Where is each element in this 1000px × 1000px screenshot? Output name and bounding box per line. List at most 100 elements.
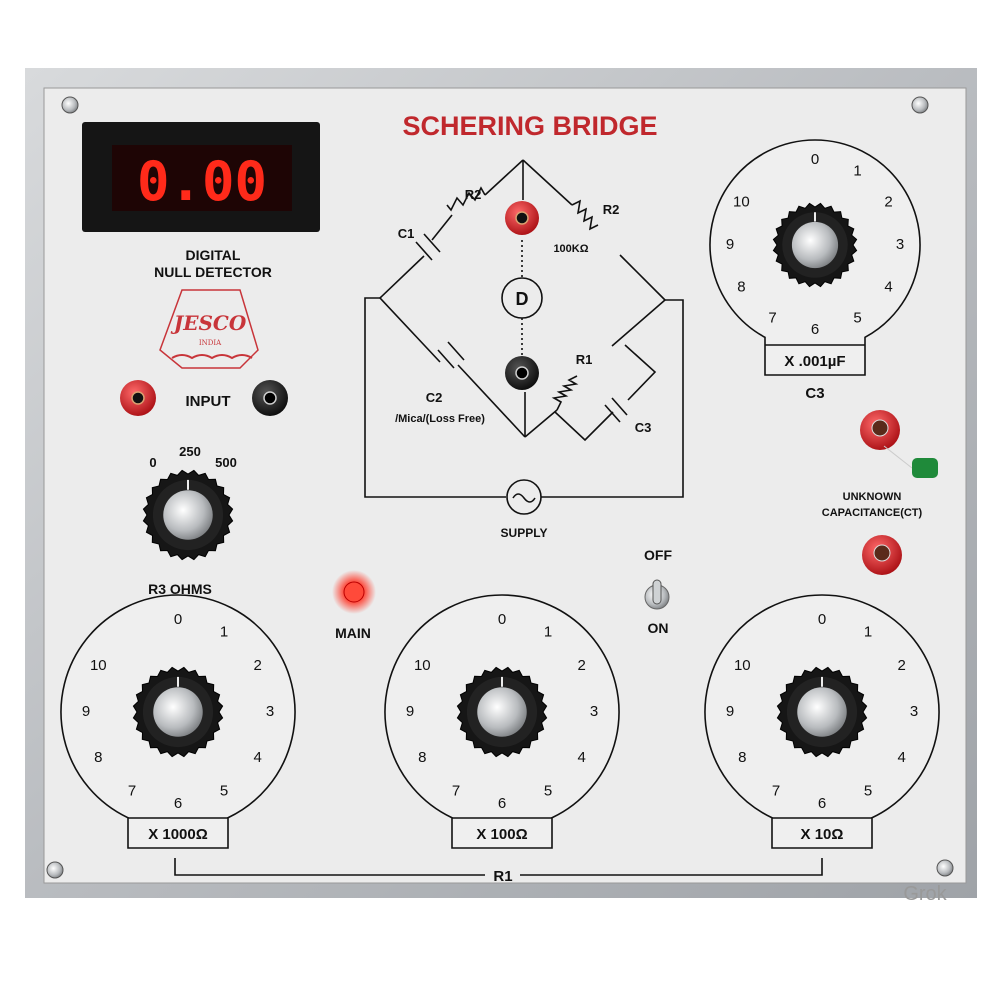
- dial-knob-c3[interactable]: [772, 202, 858, 288]
- terminal-hole: [871, 419, 889, 437]
- jack-hole: [263, 391, 277, 405]
- jack-hole: [131, 391, 145, 405]
- wire: [431, 214, 453, 241]
- dial-multiplier-label: X .001µF: [784, 353, 845, 370]
- terminal-hole: [873, 544, 891, 562]
- r2-right-label: R2: [603, 202, 620, 217]
- wire: [364, 297, 506, 498]
- dial-knob-r1-1000[interactable]: [132, 666, 224, 758]
- dial-scale-mark: 10: [734, 657, 751, 674]
- wire: [484, 159, 524, 196]
- switch-off-label: OFF: [644, 547, 672, 563]
- supply-label: SUPPLY: [501, 526, 548, 540]
- dial-scale-mark: 3: [896, 236, 904, 253]
- sine-wave-icon: [512, 493, 536, 503]
- dial-scale-mark: 3: [910, 703, 918, 720]
- dial-scale-mark: 7: [768, 310, 776, 327]
- dial-scale-mark: 0: [811, 151, 819, 168]
- display-label-line2: NULL DETECTOR: [154, 264, 272, 280]
- r2-left-label: R2: [465, 187, 482, 202]
- knob-cap: [163, 490, 213, 540]
- dial-scale-mark: 2: [898, 657, 906, 674]
- power-toggle-switch[interactable]: [644, 579, 670, 610]
- wire: [624, 344, 657, 401]
- dial-scale-mark: 9: [726, 236, 734, 253]
- dial-scale-mark: 10: [733, 193, 750, 210]
- dial-scale-mark: 2: [884, 193, 892, 210]
- main-led-indicator: [343, 581, 365, 603]
- wire: [554, 411, 614, 442]
- dial-scale-mark: 2: [578, 657, 586, 674]
- dial-scale-mark: 5: [864, 783, 872, 800]
- dial-scale-mark: 8: [418, 749, 426, 766]
- dial-scale-mark: 4: [898, 749, 906, 766]
- jesco-logo: JESCO INDIA: [159, 289, 259, 369]
- switch-on-label: ON: [648, 620, 669, 636]
- bridge-circuit-diagram: [364, 159, 684, 515]
- dial-scale-mark: 6: [174, 795, 182, 812]
- wire: [379, 297, 441, 363]
- r3-knob[interactable]: [142, 469, 234, 561]
- r3-scale-500: 500: [215, 455, 237, 470]
- dial-scale-mark: 6: [498, 795, 506, 812]
- dial-scale-mark: 8: [738, 749, 746, 766]
- jack-hole: [515, 366, 529, 380]
- svg-text:INDIA: INDIA: [199, 339, 222, 347]
- dial-scale-mark: 5: [220, 783, 228, 800]
- dial-scale-mark: 7: [452, 783, 460, 800]
- r2-value-label: 100KΩ: [553, 243, 588, 255]
- wire: [524, 409, 558, 438]
- dial-scale-mark: 9: [82, 703, 90, 720]
- dial-knob-r1-10[interactable]: [776, 666, 868, 758]
- wire: [541, 299, 684, 498]
- capacitor-c2-symbol: [437, 341, 465, 369]
- dial-scale-mark: 4: [578, 749, 586, 766]
- svg-text:JESCO: JESCO: [170, 311, 247, 335]
- dial-knob-r1-100[interactable]: [456, 666, 548, 758]
- dial-scale-mark: 6: [811, 321, 819, 338]
- knob-cap: [797, 687, 847, 737]
- screw-icon: [936, 859, 954, 877]
- dial-multiplier-label: X 100Ω: [476, 826, 527, 843]
- dial-scale-mark: 10: [90, 657, 107, 674]
- dial-scale-mark: 1: [544, 623, 552, 640]
- display-window: [112, 145, 292, 211]
- r3-scale-0: 0: [149, 455, 156, 470]
- screw-icon: [911, 96, 929, 114]
- dial-scale-mark: 7: [772, 783, 780, 800]
- unknown-label-line1: UNKNOWN: [843, 491, 902, 503]
- knob-cap: [477, 687, 527, 737]
- resistor-r2-right-symbol: [571, 199, 599, 231]
- dial-scale-mark: 2: [254, 657, 262, 674]
- dial-scale-mark: 10: [414, 657, 431, 674]
- display-label-line1: DIGITAL: [186, 247, 241, 263]
- c1-label: C1: [398, 226, 415, 241]
- display-reading: 0.00: [137, 150, 267, 213]
- dial-scale-mark: 9: [406, 703, 414, 720]
- capacitor-lead: [883, 445, 913, 469]
- knob-cap: [791, 221, 839, 269]
- dial-scale-mark: 1: [864, 623, 872, 640]
- dial-multiplier-label: X 10Ω: [801, 826, 844, 843]
- test-capacitor: [912, 458, 938, 478]
- dial-multiplier-label: X 1000Ω: [148, 826, 208, 843]
- jack-hole: [515, 211, 529, 225]
- resistor-r2-left-symbol: [446, 186, 486, 212]
- ac-supply-symbol: [506, 479, 542, 515]
- capacitor-c1-symbol: [415, 233, 441, 261]
- dial-scale-mark: 1: [853, 162, 861, 179]
- screw-icon: [61, 96, 79, 114]
- detector-label: D: [516, 289, 529, 309]
- dial-caption: C3: [805, 385, 824, 402]
- c2-label: C2: [426, 390, 443, 405]
- dial-scale-mark: 6: [818, 795, 826, 812]
- r1-group-label: R1: [493, 868, 512, 885]
- dial-scale-mark: 0: [498, 611, 506, 628]
- dial-scale-mark: 8: [94, 749, 102, 766]
